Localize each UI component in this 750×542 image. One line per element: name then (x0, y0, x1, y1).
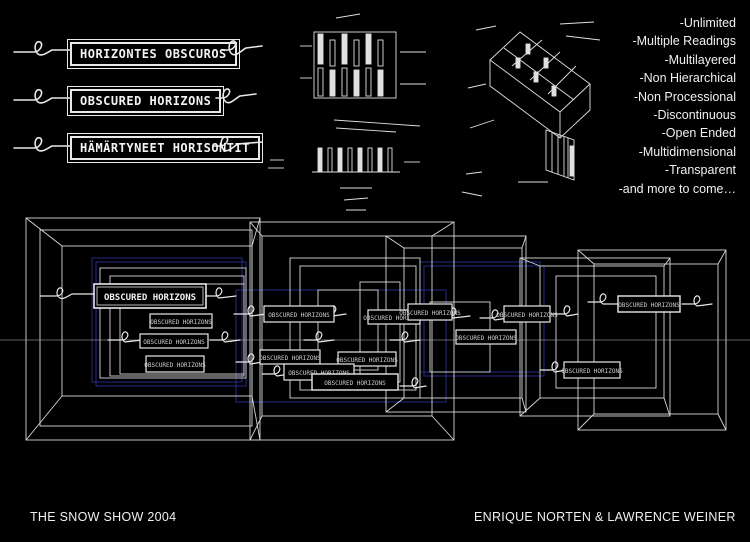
title-box-spanish: HORIZONTES OBSCUROS (67, 39, 240, 69)
footer-authors: ENRIQUE NORTEN & LAWRENCE WEINER (474, 510, 736, 524)
elevation-sketch (268, 13, 426, 211)
swash-left-2 (13, 88, 71, 104)
feature-item: -Discontinuous (653, 108, 736, 123)
footer-event: THE SNOW SHOW 2004 (30, 510, 177, 524)
label-small-4: OBSCURED HORIZONS (263, 305, 335, 323)
label-small-text: OBSCURED HORIZONS (399, 310, 461, 317)
swash-left-3 (13, 136, 71, 152)
label-small-8: OBSCURED HORIZONS (311, 373, 399, 391)
label-small-6: OBSCURED HORIZONS (336, 351, 398, 367)
label-small-text: OBSCURED HORIZONS (496, 312, 558, 319)
label-small-11: OBSCURED HORIZONS (455, 329, 517, 345)
feature-item: -Transparent (664, 163, 736, 178)
swash-right-2 (215, 88, 257, 104)
swash-right-1 (221, 40, 263, 56)
feature-item: -Non Hierarchical (639, 71, 736, 86)
label-small-12: OBSCURED HORIZONS (496, 305, 558, 323)
label-small-text: OBSCURED HORIZONS (259, 355, 321, 362)
label-small-5: OBSCURED HORIZONS (259, 349, 321, 365)
label-small-10: OBSCURED HORIZONS (399, 303, 461, 321)
feature-list: -Unlimited -Multiple Readings -Multilaye… (619, 14, 736, 198)
label-small-text: OBSCURED HORIZONS (336, 357, 398, 364)
label-small-14: OBSCURED HORIZONS (617, 295, 681, 313)
label-main: OBSCURED HORIZONS (93, 283, 207, 309)
label-small-text: OBSCURED HORIZONS (363, 315, 425, 322)
feature-item: -and more to come… (618, 181, 736, 196)
label-small-text: OBSCURED HORIZONS (144, 362, 206, 369)
label-small-13: OBSCURED HORIZONS (561, 361, 623, 379)
title-box-english: OBSCURED HORIZONS (66, 86, 225, 116)
feature-item: -Multiple Readings (632, 34, 736, 49)
swash-left-1 (13, 40, 71, 56)
feature-item: -Multidimensional (638, 144, 736, 159)
label-small-text: OBSCURED HORIZONS (455, 335, 517, 342)
diagram-labels: OBSCURED HORIZONS OBSCURED HORIZONS OBSC… (93, 283, 681, 391)
label-small-text: OBSCURED HORIZONS (561, 368, 623, 375)
feature-item: -Multilayered (664, 52, 736, 67)
swash-right-3 (213, 136, 263, 152)
label-small-text: OBSCURED HORIZONS (324, 380, 386, 387)
wire-frames (25, 217, 727, 441)
label-small-text: OBSCURED HORIZONS (268, 312, 330, 319)
label-small-2: OBSCURED HORIZONS (139, 333, 209, 349)
feature-item: -Unlimited (679, 16, 736, 30)
title-box-finnish: HÄMÄRTYNEET HORISONTIT (67, 133, 263, 163)
label-small-1: OBSCURED HORIZONS (149, 313, 213, 329)
label-small-text: OBSCURED HORIZONS (618, 302, 680, 309)
isometric-sketch (461, 21, 601, 197)
feature-item: -Open Ended (661, 126, 736, 141)
label-small-text: OBSCURED HORIZONS (150, 319, 212, 326)
label-small-text: OBSCURED HORIZONS (143, 339, 205, 346)
label-small-3: OBSCURED HORIZONS (144, 355, 206, 373)
label-main-text: OBSCURED HORIZONS (104, 293, 196, 303)
feature-item: -Non Processional (633, 89, 736, 104)
